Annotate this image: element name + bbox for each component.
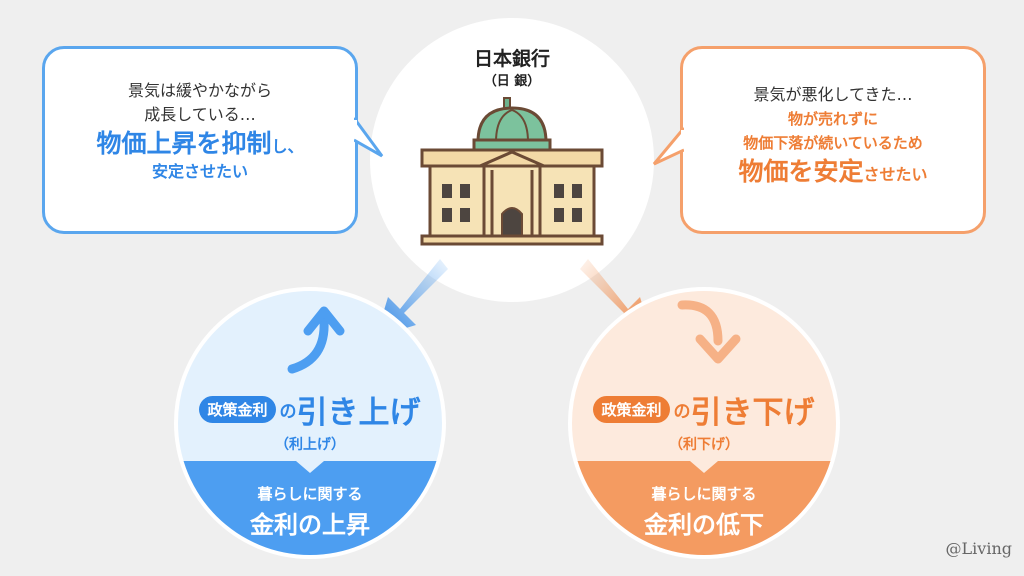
bottom-notch (296, 461, 324, 473)
rate-hike-bottom-band (178, 461, 442, 555)
rate-cut-heading: 政策金利の引き下げ (572, 387, 836, 432)
rate-cut-bottom-big: 金利の低下 (644, 511, 764, 539)
rate-hike-bottom-small: 暮らしに関する (257, 485, 363, 503)
bank-subtitle: （日 銀） (483, 74, 541, 89)
policy-rate-pill: 政策金利 (593, 396, 670, 423)
left-bubble-tail (354, 117, 384, 158)
rate-hike-heading: 政策金利の引き上げ (178, 387, 442, 432)
right-bubble-highlight-tail: させたい (863, 165, 928, 184)
right-bubble-highlight: 物価を安定 (738, 157, 864, 186)
rate-cut-bottom-small: 暮らしに関する (651, 485, 757, 503)
left-bubble-highlight-tail: し、 (271, 137, 304, 156)
particle-no: の (279, 402, 297, 422)
curved-down-arrow-icon (677, 300, 741, 364)
bank-building-icon (420, 97, 604, 246)
left-bubble-line1: 景気は緩やかながら (127, 81, 272, 100)
right-bubble-line1: 景気が悪化してきた… (753, 85, 913, 104)
right-speech-bubble: 景気が悪化してきた… 物が売れずに 物価下落が続いているため 物価を安定させたい (680, 46, 986, 234)
curved-up-arrow-icon (287, 306, 345, 374)
living-logo: @Living (945, 539, 1012, 558)
left-bubble-line4: 安定させたい (151, 162, 248, 181)
rate-hike-circle: 政策金利の引き上げ （利上げ） 暮らしに関する 金利の上昇 (174, 287, 446, 559)
right-bubble-tail (652, 127, 684, 166)
rate-cut-paren: （利下げ） (669, 437, 739, 453)
left-speech-bubble: 景気は緩やかながら 成長している… 物価上昇を抑制し、 安定させたい (42, 46, 358, 234)
left-bubble-line2: 成長している… (144, 105, 256, 124)
policy-rate-pill: 政策金利 (199, 396, 276, 423)
rate-cut-label: 引き下げ (690, 395, 815, 431)
rate-cut-circle: 政策金利の引き下げ （利下げ） 暮らしに関する 金利の低下 (568, 287, 840, 559)
left-bubble-highlight: 物価上昇を抑制 (96, 129, 272, 158)
rate-hike-label: 引き上げ (296, 395, 421, 431)
bank-title: 日本銀行 (473, 48, 550, 70)
rate-cut-bottom-band (572, 461, 836, 555)
right-bubble-line2: 物が売れずに (787, 110, 878, 128)
right-bubble-line3: 物価下落が続いているため (743, 134, 923, 152)
rate-hike-bottom-big: 金利の上昇 (250, 511, 370, 539)
bottom-notch (690, 461, 718, 473)
particle-no: の (673, 402, 691, 422)
rate-hike-paren: （利上げ） (275, 437, 345, 453)
